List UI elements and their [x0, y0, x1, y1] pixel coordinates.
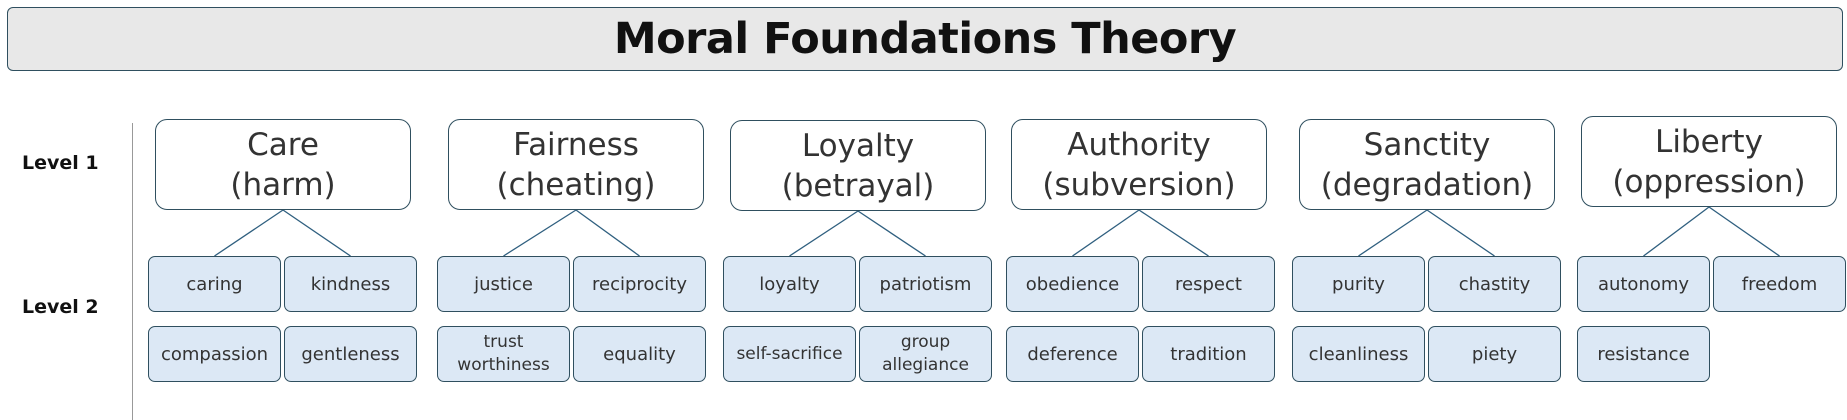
level-divider: [132, 123, 133, 420]
foundation-opposite: (subversion): [1042, 166, 1236, 203]
foundation-name: Loyalty: [801, 127, 915, 164]
sub-foundation-respect: respect: [1142, 256, 1275, 312]
connector-sanctity-chastity: [1426, 209, 1495, 257]
sub-foundation-trust-worthiness: trust worthiness: [437, 326, 570, 382]
sub-foundation-reciprocity: reciprocity: [573, 256, 706, 312]
sub-foundation-group-allegiance: group allegiance: [859, 326, 992, 382]
connector-sanctity-purity: [1358, 209, 1428, 257]
sub-foundation-obedience: obedience: [1006, 256, 1139, 312]
foundation-opposite: (oppression): [1612, 163, 1806, 200]
sub-foundation-caring: caring: [148, 256, 281, 312]
foundation-name: Sanctity: [1363, 126, 1491, 163]
connector-liberty-freedom: [1708, 206, 1780, 257]
connector-fairness-justice: [503, 209, 577, 257]
sub-foundation-equality: equality: [573, 326, 706, 382]
sub-foundation-freedom: freedom: [1713, 256, 1846, 312]
sub-foundation-patriotism: patriotism: [859, 256, 992, 312]
sub-foundation-purity: purity: [1292, 256, 1425, 312]
connector-authority-obedience: [1072, 209, 1140, 257]
level-2-label: Level 2: [22, 296, 99, 318]
foundation-name: Authority: [1067, 126, 1211, 163]
sub-foundation-compassion: compassion: [148, 326, 281, 382]
connector-care-caring: [214, 209, 284, 257]
foundation-sanctity: Sanctity(degradation): [1299, 119, 1555, 210]
sub-foundation-resistance: resistance: [1577, 326, 1710, 382]
sub-foundation-self-sacrifice: self-sacrifice: [723, 326, 856, 382]
connector-liberty-autonomy: [1643, 206, 1710, 257]
sub-foundation-gentleness: gentleness: [284, 326, 417, 382]
foundation-opposite: (cheating): [496, 166, 656, 203]
foundation-liberty: Liberty(oppression): [1581, 116, 1837, 207]
foundation-name: Liberty: [1655, 123, 1763, 160]
sub-foundation-justice: justice: [437, 256, 570, 312]
foundation-loyalty: Loyalty(betrayal): [730, 120, 986, 211]
sub-foundation-kindness: kindness: [284, 256, 417, 312]
foundation-opposite: (betrayal): [781, 167, 935, 204]
connector-loyalty-patriotism: [857, 210, 926, 257]
sub-foundation-loyalty: loyalty: [723, 256, 856, 312]
foundation-opposite: (degradation): [1320, 166, 1534, 203]
foundation-opposite: (harm): [230, 166, 336, 203]
connector-authority-respect: [1138, 209, 1209, 257]
sub-foundation-cleanliness: cleanliness: [1292, 326, 1425, 382]
level-1-label: Level 1: [22, 152, 99, 174]
foundation-fairness: Fairness(cheating): [448, 119, 704, 210]
connector-fairness-reciprocity: [575, 209, 640, 257]
sub-foundation-tradition: tradition: [1142, 326, 1275, 382]
foundation-name: Care: [247, 126, 319, 163]
sub-foundation-piety: piety: [1428, 326, 1561, 382]
title-banner: Moral Foundations Theory: [7, 7, 1843, 71]
connector-care-kindness: [282, 209, 351, 257]
connector-loyalty-loyalty: [789, 210, 859, 257]
diagram-title: Moral Foundations Theory: [613, 14, 1237, 64]
sub-foundation-chastity: chastity: [1428, 256, 1561, 312]
sub-foundation-autonomy: autonomy: [1577, 256, 1710, 312]
foundation-authority: Authority(subversion): [1011, 119, 1267, 210]
foundation-name: Fairness: [513, 126, 639, 163]
foundation-care: Care(harm): [155, 119, 411, 210]
sub-foundation-deference: deference: [1006, 326, 1139, 382]
